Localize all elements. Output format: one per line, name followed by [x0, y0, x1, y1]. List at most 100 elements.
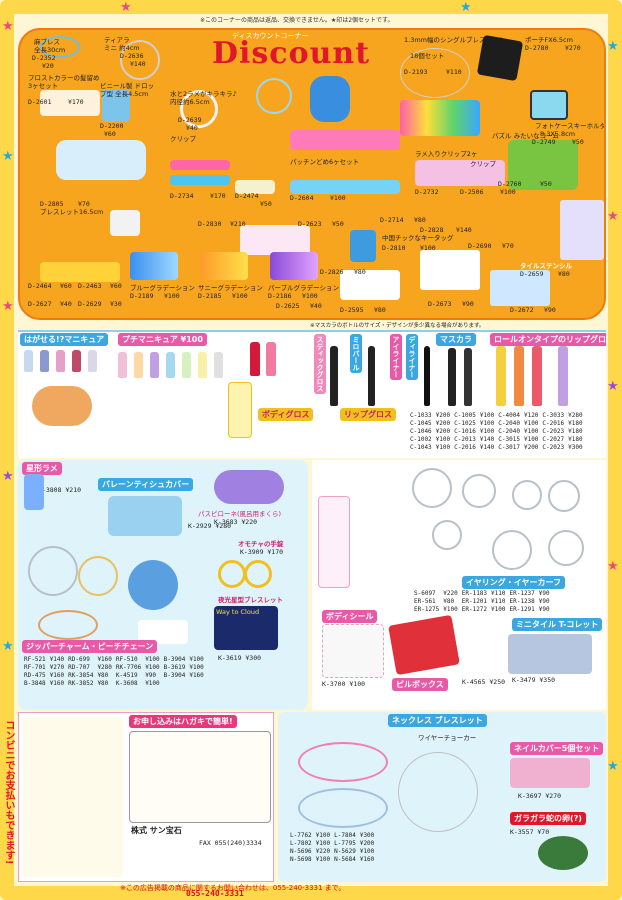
- table-cell: ¥100: [479, 428, 495, 435]
- polish-bottle: [88, 350, 97, 372]
- roll-on-gloss: [496, 346, 506, 406]
- order-company: 株式 サン宝石: [131, 826, 182, 835]
- item-name: タイルステンシル: [520, 262, 572, 270]
- table-cell: C-1005: [454, 412, 476, 419]
- table-cell: C-2016: [454, 444, 476, 451]
- item-size: 3ヶセット: [28, 82, 59, 90]
- glow-card-image: Way to Cloud: [214, 606, 278, 650]
- gradation-image: [130, 252, 178, 280]
- table-cell: ¥100: [189, 664, 204, 671]
- necklace-title: ネックレス ブレスレット: [388, 714, 487, 727]
- item-price: ¥50: [540, 180, 552, 188]
- accessory-left-panel: 星形ラメ K-3808 ¥210 バレーンティシュカバー K-2929 ¥280…: [18, 460, 308, 710]
- star-decoration: ★: [2, 639, 14, 654]
- handcuff-image: [218, 560, 246, 588]
- table-cell: ¥80: [97, 672, 109, 679]
- table-cell: L-7802: [290, 840, 312, 847]
- table-cell: RK-3854: [68, 672, 94, 679]
- table-cell: ER-1183: [461, 590, 488, 597]
- item-code: D-2601: [28, 98, 52, 106]
- item-price: ¥100: [164, 292, 180, 300]
- table-cell: ¥90: [538, 598, 550, 605]
- item-price: ¥140: [456, 226, 472, 234]
- table-cell: ¥220: [443, 590, 458, 597]
- table-cell: C-4004: [498, 412, 520, 419]
- table-cell: C-2027: [542, 436, 565, 443]
- earring-image: [548, 480, 580, 512]
- item-name: フロストカラーの髪留め: [28, 74, 100, 82]
- table-cell: RD-475: [24, 672, 46, 679]
- pasupoa-code: K-3683 ¥220: [214, 518, 258, 526]
- item-size: 全長30cm: [34, 46, 66, 54]
- item-price: ¥100: [330, 194, 346, 202]
- body-seal-code: K-3700 ¥100: [322, 680, 366, 688]
- tel-number: 055-240-3331: [186, 889, 244, 898]
- polish-bottle: [40, 350, 49, 372]
- lipstick: [266, 342, 276, 376]
- discount-subtitle: ディスカウントコーナー: [232, 32, 309, 40]
- gradation-image: [270, 252, 318, 280]
- item-price: ¥80: [354, 268, 366, 276]
- table-cell: C-3033: [542, 412, 565, 419]
- pill-box-label: ピルボックス: [392, 678, 448, 691]
- item-price: ¥100: [420, 244, 436, 252]
- table-cell: N-5629: [334, 848, 356, 855]
- earring-image: [432, 520, 462, 550]
- item-price: ¥90: [462, 300, 474, 308]
- table-cell: ¥280: [97, 664, 112, 671]
- polish-bottle: [166, 352, 175, 378]
- item-code: D-2474: [235, 192, 259, 200]
- bangle-image: [256, 78, 292, 114]
- item-code: D-2193: [404, 68, 428, 76]
- ear-seal-image: [340, 270, 400, 300]
- omocha-label: オモチャの手錠: [238, 540, 284, 548]
- item-code: D-2463: [78, 282, 102, 290]
- item-code: D-2826: [320, 268, 344, 276]
- table-cell: RD-707: [68, 664, 90, 671]
- table-cell: ¥140: [49, 656, 65, 663]
- body-seal-image: [322, 624, 384, 678]
- item-price: ¥100: [500, 188, 516, 196]
- polish-bottle: [198, 352, 207, 378]
- item-code: D-2200: [100, 122, 124, 130]
- bracelet-image: [40, 36, 80, 58]
- clip-set-image: [240, 225, 310, 255]
- item-code: D-2690: [468, 242, 492, 250]
- polish-bottle: [24, 350, 33, 372]
- item-code: D-2673: [428, 300, 452, 308]
- hair-pin-image: [290, 180, 400, 194]
- clip-image: [235, 180, 275, 194]
- pasupoa-label: パスピローネ(風呂用まくら): [198, 510, 282, 518]
- puzzle-comb-image: [508, 140, 578, 190]
- table-cell: C-2023: [542, 444, 565, 451]
- pencil-box-image: [228, 382, 252, 438]
- item-code: D-2623: [298, 220, 322, 228]
- charm-image: [128, 560, 178, 610]
- table-cell: C-1016: [454, 428, 476, 435]
- item-price: ¥110: [446, 68, 462, 76]
- table-cell: L-7795: [334, 840, 356, 847]
- item-price: ¥80: [374, 306, 386, 314]
- discount-title: Discount: [212, 36, 371, 71]
- table-cell: ¥100: [523, 420, 539, 427]
- item-size: 内径約6.5cm: [170, 98, 210, 106]
- glitter-pen-image: [318, 496, 350, 588]
- item-price: ¥30: [110, 300, 122, 308]
- star-lame-code: K-3808 ¥210: [38, 486, 82, 494]
- bangle-image: [78, 556, 118, 596]
- body-gloss-label: ボディグロス: [258, 408, 314, 421]
- tile-stencil-image: [560, 200, 604, 260]
- item-code: D-2805: [40, 200, 64, 208]
- table-cell: C-2013: [454, 436, 476, 443]
- hair-pin-image: [290, 130, 400, 150]
- item-code: D-2828: [420, 226, 444, 234]
- star-decoration: ★: [2, 299, 14, 314]
- brush-image: [310, 76, 350, 122]
